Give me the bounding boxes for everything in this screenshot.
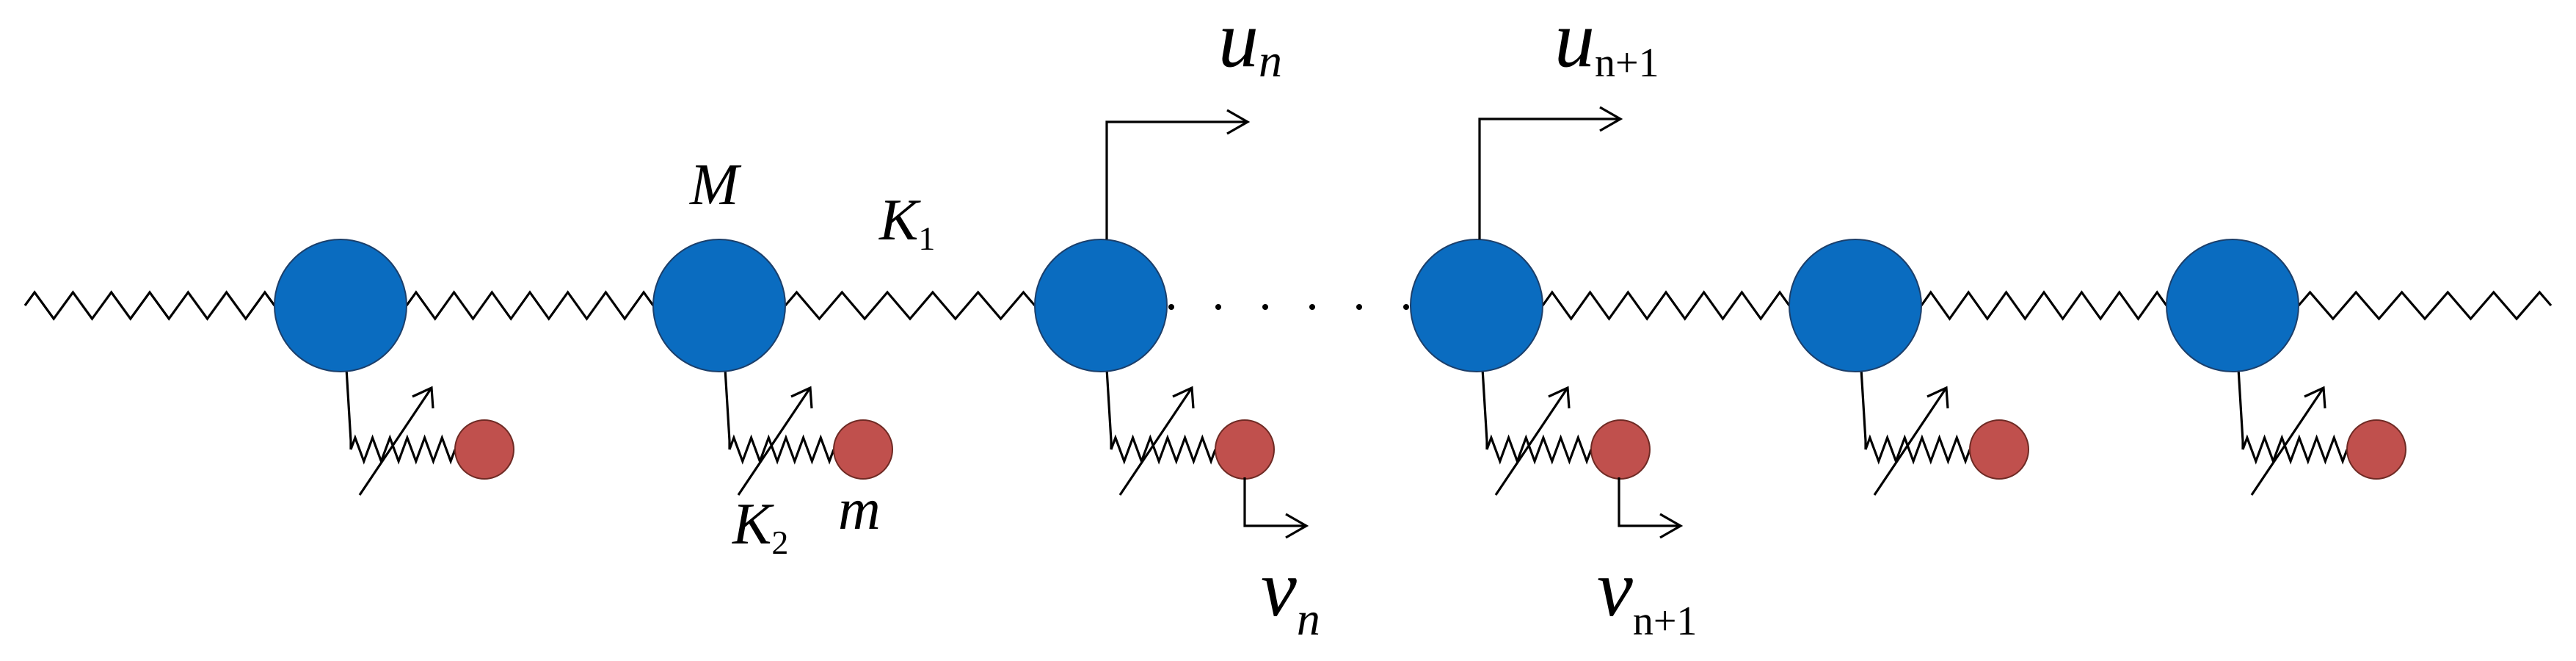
chain-spring-5 [1920, 290, 2168, 321]
outer-mass-2 [652, 239, 786, 372]
inner-mass-4 [1590, 419, 1651, 480]
chain-spring-label: K1 [878, 188, 935, 257]
outer-mass-5 [1789, 239, 1922, 372]
chain-spring-1 [23, 290, 276, 321]
resonator-spring-label: K2 [732, 492, 788, 561]
inner-mass-6 [2346, 419, 2406, 480]
outer-mass-1 [274, 239, 407, 372]
v-n-arrow [1243, 477, 1306, 527]
resonator-5 [1860, 368, 1971, 496]
labels: M K1 K2 m un un+1 vn vn+1 [689, 0, 1697, 645]
chain-spring-3 [784, 290, 1036, 321]
u-n1-arrow [1478, 118, 1620, 239]
ellipsis-dot [1262, 304, 1268, 310]
ellipsis-dot [1168, 304, 1174, 310]
resonator-2 [724, 368, 835, 496]
v-n1-label: vn+1 [1597, 543, 1697, 644]
inner-mass-1 [454, 419, 514, 480]
ellipsis-dot [1356, 304, 1362, 310]
u-n-label: un [1218, 0, 1282, 87]
chain-spring-2 [405, 290, 655, 321]
chain-springs [23, 290, 2553, 321]
inner-mass-2 [833, 419, 893, 480]
v-n1-arrow [1618, 477, 1681, 527]
displacement-arrows [1105, 106, 1684, 539]
chain-spring-4 [1541, 290, 1791, 321]
inner-mass-5 [1969, 419, 2029, 480]
resonator-6 [2237, 368, 2348, 496]
outer-masses [274, 239, 2299, 372]
resonator-4 [1481, 368, 1593, 496]
chain-spring-6 [2297, 290, 2553, 321]
u-n1-label: un+1 [1554, 0, 1659, 86]
resonator-1 [345, 368, 456, 496]
outer-mass-3 [1034, 239, 1168, 372]
ellipsis-dot [1309, 304, 1315, 310]
big-mass-label: M [689, 153, 742, 217]
resonator-springs [345, 368, 2348, 496]
outer-mass-6 [2166, 239, 2299, 372]
ellipsis-dot [1403, 304, 1409, 310]
ellipsis-dot [1215, 304, 1221, 310]
v-n-label: vn [1261, 543, 1320, 645]
u-n-arrow [1105, 120, 1248, 239]
u-n-arrow-head [1226, 109, 1251, 135]
ellipsis-dots [1168, 304, 1409, 310]
u-n1-arrow-head [1599, 106, 1623, 132]
resonator-3 [1105, 368, 1217, 496]
v-n-arrow-head [1285, 513, 1309, 539]
outer-mass-4 [1410, 239, 1543, 372]
v-n1-arrow-head [1659, 513, 1684, 539]
small-mass-label: m [838, 477, 881, 542]
inner-mass-3 [1215, 419, 1275, 480]
